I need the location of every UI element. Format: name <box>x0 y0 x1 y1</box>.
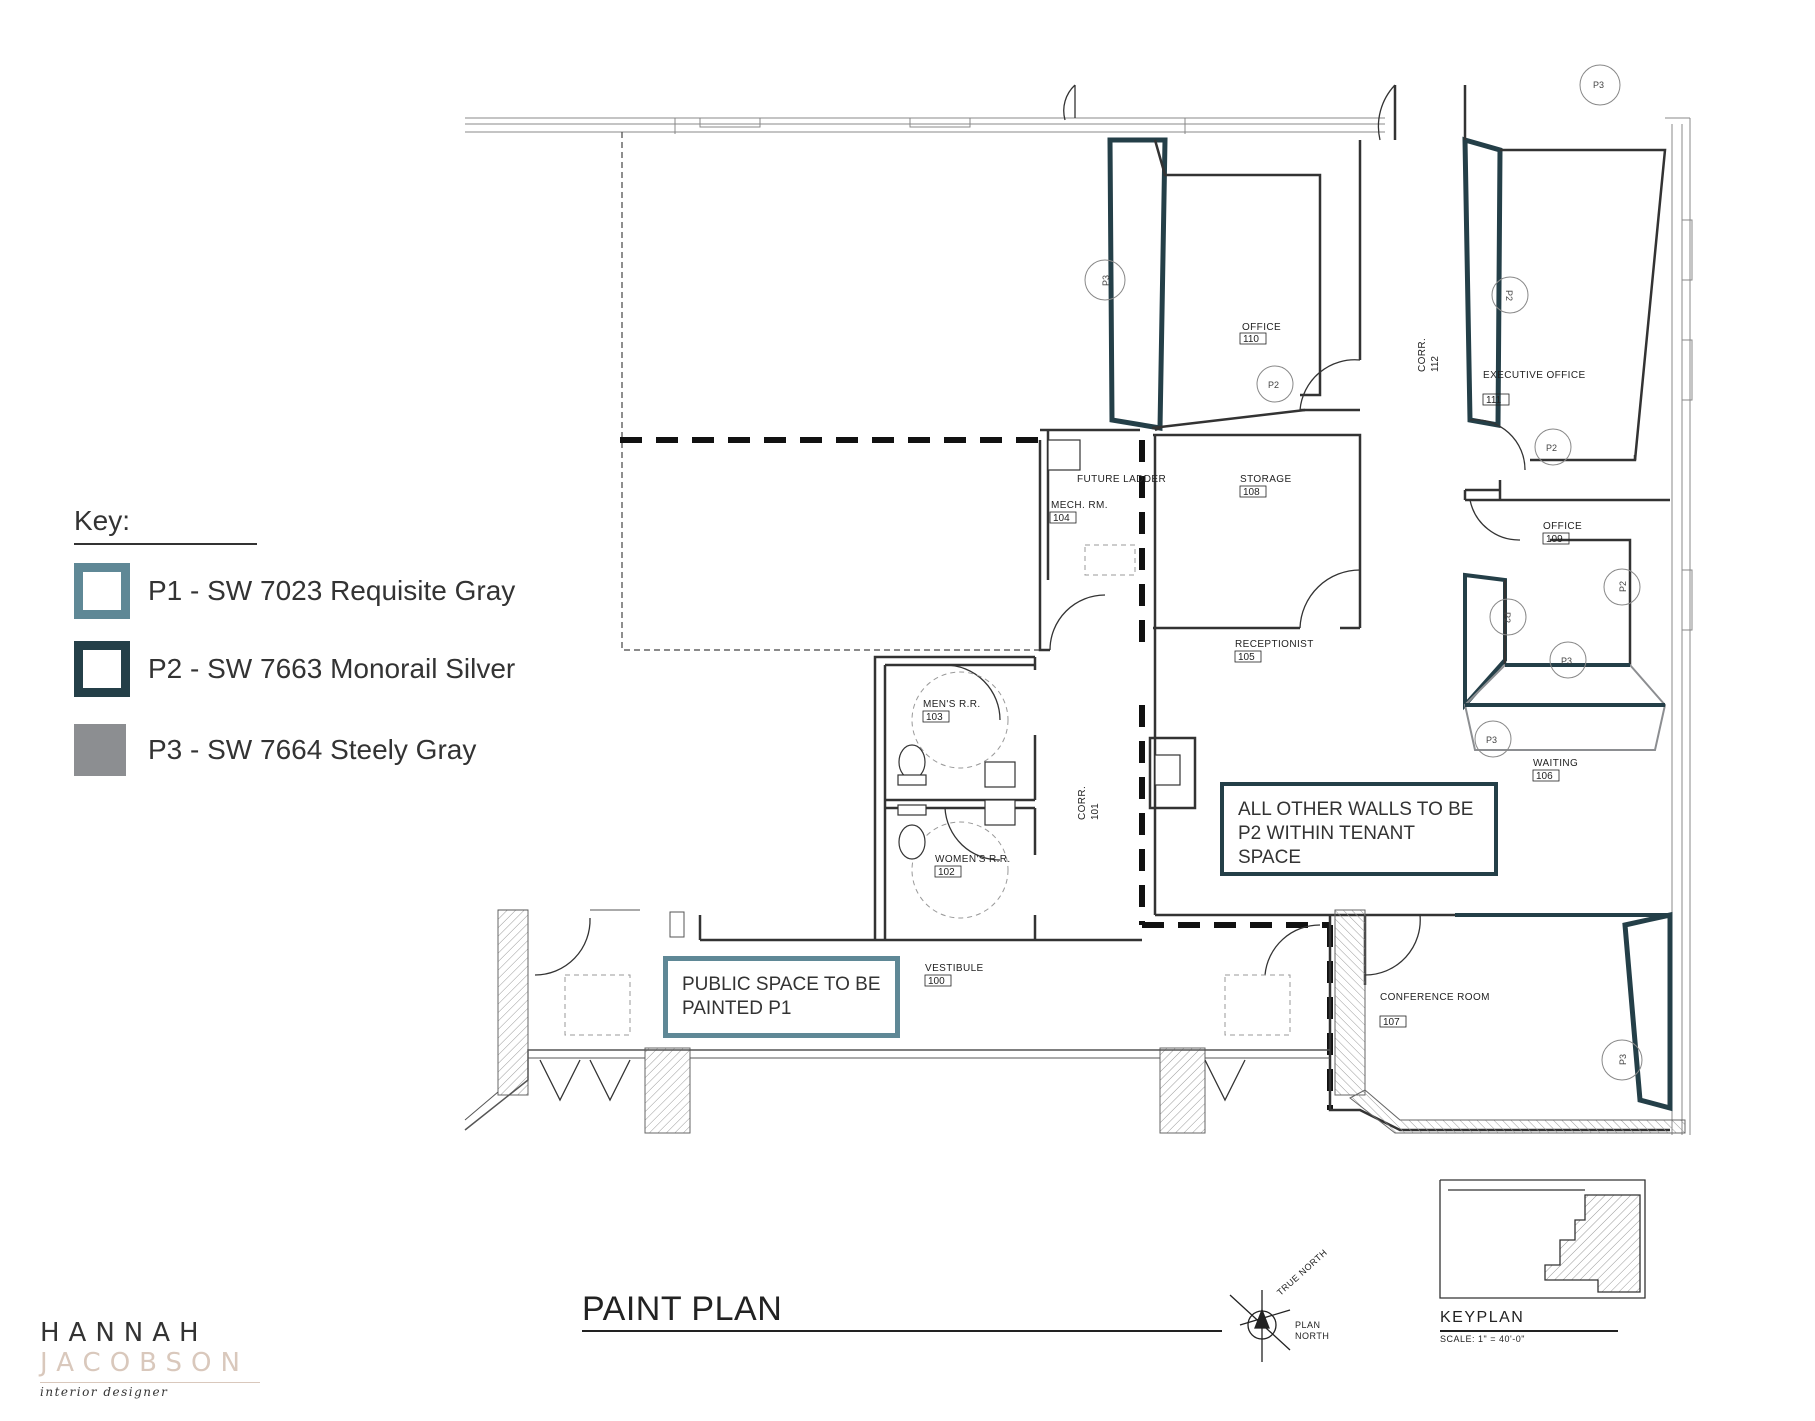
room-labels: OFFICE 110 STORAGE 108 FUTURE LADDER MEC… <box>922 322 1586 1028</box>
room-name-womens: WOMEN'S R.R. <box>935 854 1011 865</box>
tag-p3-office110: P3 <box>1101 275 1111 286</box>
p3-swatch <box>74 724 126 776</box>
paint-tags <box>1084 64 1643 1081</box>
legend: Key: P1 - SW 7023 Requisite Gray P2 - SW… <box>74 505 594 776</box>
room-num-office109: 109 <box>1546 534 1563 545</box>
room-name-waiting: WAITING <box>1533 758 1578 769</box>
keyplan-scale: SCALE: 1" = 40'-0" <box>1440 1334 1525 1344</box>
room-num-mech: 104 <box>1053 513 1070 524</box>
room-num-exec: 111 <box>1486 395 1502 406</box>
public-space-note-text: PUBLIC SPACE TO BE PAINTED P1 <box>682 974 881 1019</box>
lease-line <box>621 132 1040 651</box>
room-name-mech: MECH. RM. <box>1051 500 1108 511</box>
tag-p3-conference: P3 <box>1618 1054 1628 1065</box>
north-exterior-wall <box>465 117 1693 1135</box>
legend-item-p2: P2 - SW 7663 Monorail Silver <box>74 641 515 697</box>
room-num-corr112: 112 <box>1430 356 1441 372</box>
plan-title-underline <box>582 1330 1222 1332</box>
logo-line1: HANNAH <box>40 1318 208 1348</box>
legend-item-p1: P1 - SW 7023 Requisite Gray <box>74 563 515 619</box>
north-arrow-icon <box>1229 1290 1291 1362</box>
keyplan-underline <box>1440 1330 1618 1332</box>
logo-tagline: interior designer <box>40 1385 169 1399</box>
logo-rule <box>40 1382 260 1383</box>
room-num-office110: 110 <box>1243 334 1259 345</box>
future-ladder: FUTURE LADDER <box>1077 474 1166 485</box>
legend-title: Key: <box>74 505 257 545</box>
p3-label: P3 - SW 7664 Steely Gray <box>148 734 477 765</box>
south-exterior-wall <box>464 909 1686 1134</box>
room-num-corr101: 101 <box>1090 803 1101 820</box>
room-name-office109: OFFICE <box>1543 521 1582 532</box>
room-num-conference: 107 <box>1383 1017 1400 1028</box>
tag-p2-office109-right: P2 <box>1618 581 1628 592</box>
room-name-mens: MEN'S R.R. <box>923 699 981 710</box>
plan-title: PAINT PLAN <box>582 1290 783 1328</box>
legend-item-p3: P3 - SW 7664 Steely Gray <box>74 724 476 776</box>
tag-p2-exec-door: P2 <box>1546 443 1557 453</box>
tenant-walls-note: ALL OTHER WALLS TO BE P2 WITHIN TENANT S… <box>1220 782 1498 876</box>
room-num-womens: 102 <box>938 867 955 878</box>
room-num-vestibule: 100 <box>928 976 945 987</box>
plumbing-fixtures <box>897 439 1181 860</box>
room-name-corr101: CORR. <box>1077 786 1088 820</box>
tag-p3-exec-top: P3 <box>1593 80 1604 90</box>
logo-line2: JACOBSON <box>40 1348 249 1378</box>
tag-p3-waiting: P3 <box>1486 735 1497 745</box>
public-space-note: PUBLIC SPACE TO BE PAINTED P1 <box>663 956 900 1038</box>
room-name-office110: OFFICE <box>1242 322 1281 333</box>
tag-p3-office109: P3 <box>1561 656 1572 666</box>
designer-logo: HANNAH JACOBSON interior designer <box>40 1318 260 1399</box>
tag-p2-office110: P2 <box>1268 380 1279 390</box>
tenant-walls-note-text: ALL OTHER WALLS TO BE P2 WITHIN TENANT S… <box>1238 799 1474 868</box>
plan-north-label: PLAN NORTH <box>1295 1320 1330 1341</box>
room-num-waiting: 106 <box>1536 771 1553 782</box>
clearance-outlines <box>564 544 1291 1036</box>
p1-label: P1 - SW 7023 Requisite Gray <box>148 575 516 606</box>
tag-p2-office109-left: P2 <box>1502 612 1512 623</box>
keyplan-drawing <box>1439 1179 1646 1299</box>
room-name-receptionist: RECEPTIONIST <box>1235 639 1314 650</box>
room-num-storage: 108 <box>1243 487 1260 498</box>
tag-p2-exec-wall: P2 <box>1504 290 1514 301</box>
room-name-corr112: CORR. <box>1417 338 1428 372</box>
p1-swatch <box>74 563 130 619</box>
room-num-receptionist: 105 <box>1238 652 1255 663</box>
p2-label: P2 - SW 7663 Monorail Silver <box>148 653 516 684</box>
room-name-storage: STORAGE <box>1240 474 1292 485</box>
room-num-mens: 103 <box>926 712 943 723</box>
door-swings <box>534 84 1526 1102</box>
p2-swatch <box>74 641 130 697</box>
keyplan-title: KEYPLAN <box>1440 1309 1525 1326</box>
room-name-exec: EXECUTIVE OFFICE <box>1483 370 1586 381</box>
room-name-conference: CONFERENCE ROOM <box>1380 992 1490 1003</box>
room-name-vestibule: VESTIBULE <box>925 963 984 974</box>
